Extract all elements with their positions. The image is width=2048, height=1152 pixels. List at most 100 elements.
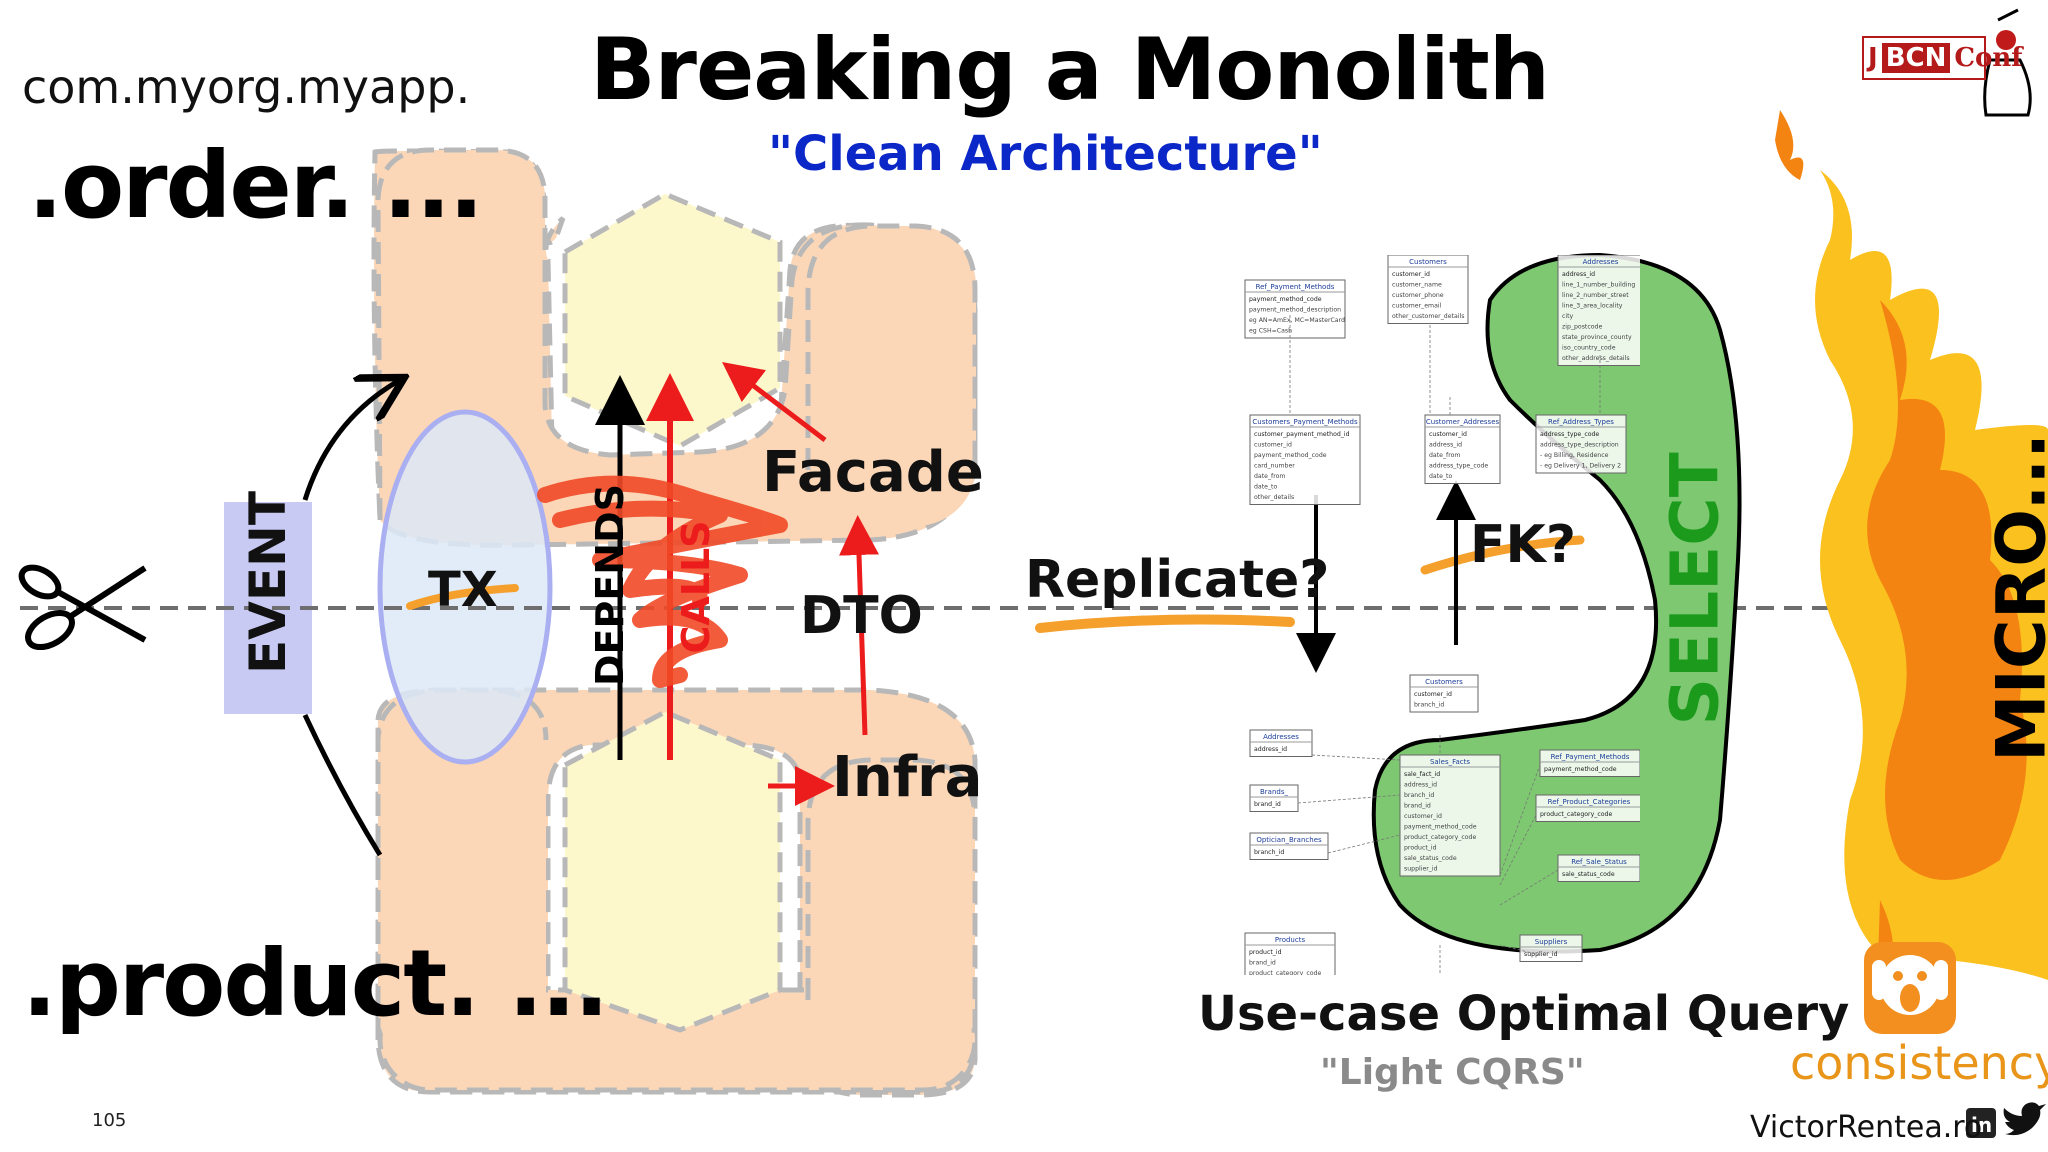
tx-strike [406, 584, 519, 610]
er-relationship-line [1499, 869, 1559, 906]
er-column: supplier_id [1524, 951, 1558, 958]
er-table-name: Customers [1425, 678, 1463, 686]
er-table-name: Suppliers [1535, 938, 1568, 946]
event-arrow-down [302, 713, 383, 857]
select-label: SELECT [1656, 452, 1734, 726]
er-column: product_id [1404, 845, 1437, 852]
er-table-name: Addresses [1583, 258, 1619, 266]
logo-bcn: BCN [1881, 43, 1951, 73]
dto-arrow [839, 515, 879, 736]
er-column: - eg Billing, Residence [1540, 452, 1609, 459]
er-column: customer_name [1392, 282, 1442, 289]
er-column: other_details [1254, 494, 1294, 501]
er-table-customers-top: Customerscustomer_idcustomer_namecustome… [1387, 255, 1469, 324]
er-column: branch_id [1404, 792, 1434, 799]
slide-title: Breaking a Monolith [590, 20, 1550, 120]
er-column: other_address_details [1562, 355, 1630, 362]
scissors-icon [18, 564, 147, 651]
er-table-name: Addresses [1263, 733, 1299, 741]
product-module-label: .product. ... [22, 930, 609, 1037]
er-table-name: Ref_Payment_Methods [1551, 753, 1630, 761]
use-case-title: Use-case Optimal Query [1198, 986, 1850, 1042]
fk-label: FK? [1470, 515, 1576, 575]
er-relationship-line [1499, 764, 1541, 876]
er-table-name: Customers_Payment_Methods [1252, 418, 1358, 426]
linkedin-icon[interactable]: in [1966, 1108, 1996, 1138]
er-table-optician-branches: Optician_Branches branch_id [1249, 832, 1329, 860]
order-module-right-arm [808, 226, 976, 526]
twitter-icon[interactable] [2003, 1102, 2046, 1136]
er-table-ref-product-categories: Ref_Product_Categories product_category_c… [1535, 794, 1640, 822]
logo-j: J [1868, 43, 1878, 73]
scream-emoji-icon [1864, 942, 1956, 1034]
er-column: address_type_code [1540, 431, 1599, 438]
er-column: product_category_code [1540, 811, 1612, 818]
er-column: brand_id [1249, 960, 1276, 967]
facade-label: Facade [762, 440, 984, 505]
author-link[interactable]: VictorRentea.ro [1750, 1110, 1983, 1145]
er-table-name: Products [1275, 936, 1306, 944]
er-column: customer_id [1254, 442, 1292, 449]
slide-subtitle: "Clean Architecture" [768, 126, 1323, 182]
er-column: date_from [1254, 473, 1285, 480]
er-table-sales-facts: Sales_Facts sale_fact_id address_id branch_… [1399, 754, 1501, 877]
er-column: payment_method_description [1249, 307, 1341, 314]
er-column: customer_id [1414, 691, 1452, 698]
product-core-hexagon [562, 709, 783, 1033]
er-column: customer_id [1404, 813, 1442, 820]
svg-text:in: in [1971, 1113, 1992, 1137]
er-table-ref-address-types: Ref_Address_Typesaddress_type_codeaddres… [1535, 414, 1627, 474]
event-arrow-up [302, 380, 400, 501]
er-column: payment_method_code [1254, 452, 1327, 459]
tx-label: TX [428, 562, 498, 618]
er-column: customer_phone [1392, 292, 1444, 299]
er-column: eg AN=AmEx, MC=MasterCard [1249, 317, 1345, 324]
er-column: product_category_code [1249, 970, 1321, 975]
er-table-brands: Brands_brand_id [1249, 784, 1299, 812]
er-column: branch_id [1254, 849, 1284, 856]
er-column: sale_status_code [1562, 871, 1615, 878]
order-arm-edge [805, 223, 978, 470]
er-column: brand_id [1254, 801, 1281, 808]
er-table-name: Ref_Sale_Status [1571, 858, 1627, 866]
er-column: iso_country_code [1562, 345, 1616, 352]
er-column: payment_method_code [1544, 766, 1617, 773]
er-column: line_1_number_building [1562, 282, 1635, 289]
er-column: branch_id [1414, 702, 1444, 709]
er-table-customers-bottom: Customers customer_id branch_id [1409, 674, 1479, 713]
er-table-ref-payment-methods-top: Ref_Payment_Methodspayment_method_codepa… [1244, 279, 1346, 339]
calls-label: CALLS [674, 520, 718, 654]
er-column: customer_email [1392, 303, 1442, 310]
er-column: date_from [1429, 452, 1460, 459]
er-column: payment_method_code [1404, 824, 1477, 831]
er-column: address_id [1429, 442, 1462, 449]
er-column: state_province_county [1562, 334, 1632, 341]
er-column: - eg Delivery 1, Delivery 2 [1540, 463, 1621, 470]
er-column: product_category_code [1404, 834, 1476, 841]
er-table-name: Ref_Product_Categories [1548, 798, 1631, 806]
er-table-name: Optician_Branches [1256, 836, 1322, 844]
er-column: address_id [1404, 782, 1437, 789]
er-column: sale_fact_id [1404, 771, 1440, 778]
jbcnconf-logo: J BCN Conf [1862, 36, 2022, 80]
dto-label: DTO [800, 586, 923, 646]
replicate-underline [1035, 614, 1295, 633]
er-table-name: Ref_Payment_Methods [1256, 283, 1335, 291]
infra-label: Infra [832, 745, 983, 810]
er-table-name: Sales_Facts [1430, 758, 1470, 766]
er-column: other_customer_details [1392, 313, 1464, 320]
er-column: line_3_area_locality [1562, 303, 1623, 310]
use-case-subtitle: "Light CQRS" [1320, 1052, 1585, 1093]
er-diagram: Customers customer_id customer_namecustome… [1244, 255, 1640, 975]
replicate-label: Replicate? [1025, 550, 1330, 610]
er-relationship-line [1327, 834, 1401, 854]
er-column: product_id [1249, 949, 1282, 956]
er-table-products: Products product_id brand_id product_catego… [1244, 932, 1336, 975]
er-column: zip_postcode [1562, 324, 1602, 331]
logo-conf: Conf [1954, 43, 2023, 73]
er-column: date_to [1254, 484, 1277, 491]
er-column: supplier_id [1404, 866, 1438, 873]
er-table-ref-sale-status: Ref_Sale_Status sale_status_code [1557, 854, 1640, 882]
er-table-customer-addresses: Customer_Addressescustomer_idaddress_idd… [1424, 414, 1501, 484]
